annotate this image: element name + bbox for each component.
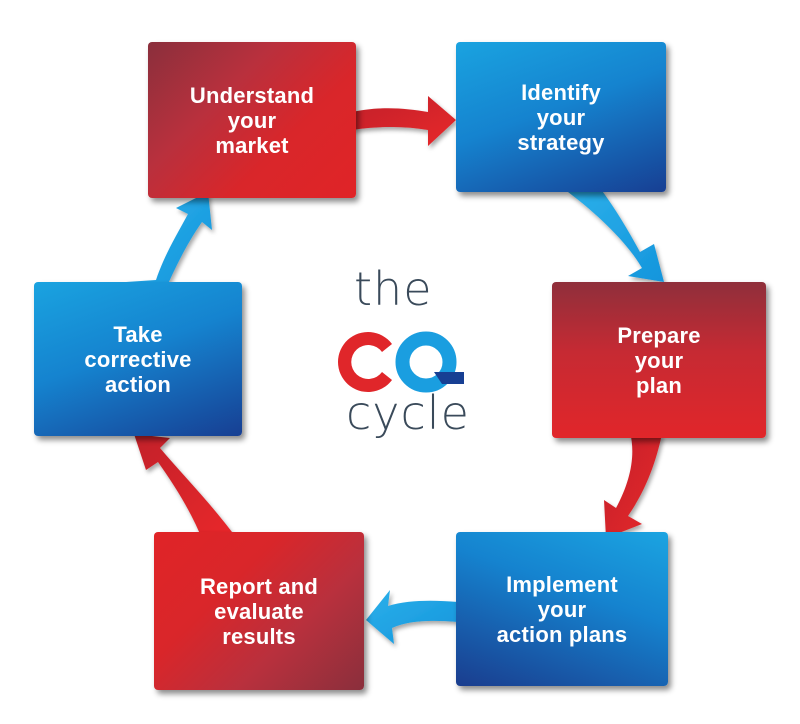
logo-word-the: the: [354, 262, 433, 316]
step-take-corrective-action: Take corrective action: [34, 282, 242, 436]
step-identify-strategy-label: Identify your strategy: [517, 79, 605, 155]
step-understand-market-label: Understand your market: [189, 82, 315, 158]
cq-logo-c-letter: [338, 332, 392, 392]
step-prepare-plan-label: Prepare your plan: [617, 322, 701, 398]
arrow-implement-to-report: [366, 590, 458, 644]
step-take-corrective-action-label: Take corrective action: [84, 321, 192, 397]
step-understand-market: Understand your market: [148, 42, 356, 198]
step-report-evaluate-results: Report and evaluate results: [154, 532, 364, 690]
cq-logo-mark: [338, 331, 464, 393]
step-identify-strategy: Identify your strategy: [456, 42, 666, 192]
arrow-report-to-corrective: [134, 434, 232, 534]
arrow-understand-to-identify: [352, 96, 456, 146]
arrow-identify-to-prepare: [568, 188, 664, 282]
arrow-corrective-to-understand: [126, 192, 212, 284]
cq-logo-q-tail: [434, 372, 464, 384]
step-prepare-plan: Prepare your plan: [552, 282, 766, 438]
logo-word-cycle: cycle: [346, 386, 470, 440]
step-report-evaluate-results-label: Report and evaluate results: [199, 573, 319, 649]
cq-logo-q-ring: [395, 331, 457, 393]
step-implement-action-plans: Implement your action plans: [456, 532, 668, 686]
arrow-prepare-to-implement: [604, 432, 662, 538]
step-implement-action-plans-label: Implement your action plans: [496, 571, 628, 647]
